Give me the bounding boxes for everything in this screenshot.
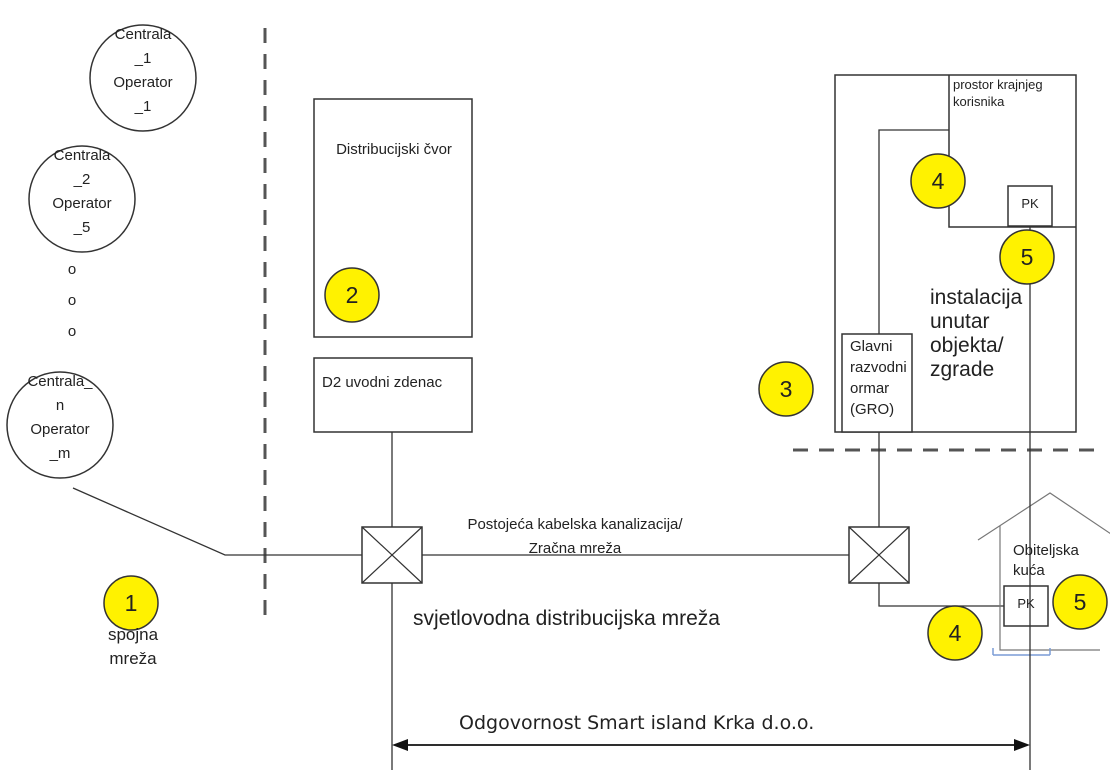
installation-label: instalacija unutar objekta/ zgrade [930, 286, 1023, 381]
pk-box-lower [1003, 585, 1049, 627]
gro-label: Glavni razvodni ormar (GRO) [850, 338, 907, 418]
badge-5-upper [999, 229, 1055, 285]
badge-2 [324, 267, 380, 323]
end-user-space-border [948, 75, 1076, 228]
central-1-circle [89, 24, 197, 132]
badge-4-upper [910, 153, 966, 209]
badge-1-number: 1 [124, 590, 138, 616]
badge-4-lower [927, 605, 983, 661]
ellipsis-dot-2: o [67, 292, 77, 309]
badge-1 [103, 575, 159, 631]
fiber-network-label: svjetlovodna distribucijska mreža [413, 607, 720, 630]
d2-well-label: D2 uvodni zdenac [322, 374, 443, 391]
badge-2-number: 2 [345, 282, 359, 308]
end-user-space-label: prostor krajnjeg korisnika [953, 77, 1043, 109]
house-roof [977, 492, 1110, 541]
badge-3 [758, 361, 814, 417]
existing-canal-label: Postojeća kabelska kanalizacija/ Zračna … [467, 516, 683, 557]
badge-4-upper-number: 4 [931, 168, 945, 194]
pk-upper-label: PK [1021, 196, 1039, 211]
central-n-circle [6, 371, 114, 479]
gro-riser-line [878, 129, 949, 334]
badge-5-lower [1052, 574, 1108, 630]
junction-to-house-line [878, 583, 1004, 607]
link-central-to-network [72, 487, 362, 556]
badge-4-lower-number: 4 [948, 620, 962, 646]
central-2-circle [28, 145, 136, 253]
house-walls [999, 526, 1100, 651]
gro-box [841, 333, 913, 433]
connecting-network-label: spojna mreža [107, 625, 159, 668]
d2-well-box [313, 357, 473, 433]
badge-5-upper-number: 5 [1020, 244, 1034, 270]
badge-3-number: 3 [779, 376, 793, 402]
responsibility-label: Odgovornost Smart island Krka d.o.o. [459, 712, 815, 734]
pk-lower-label: PK [1017, 596, 1035, 611]
ellipsis-dot-1: o [67, 261, 77, 278]
ellipsis-dot-3: o [67, 323, 77, 340]
badge-5-lower-number: 5 [1073, 589, 1087, 615]
pk-box-upper [1007, 185, 1053, 227]
family-house-label: Obiteljska kuća [1013, 542, 1079, 579]
distribution-node-label: Distribucijski čvor [336, 141, 452, 158]
